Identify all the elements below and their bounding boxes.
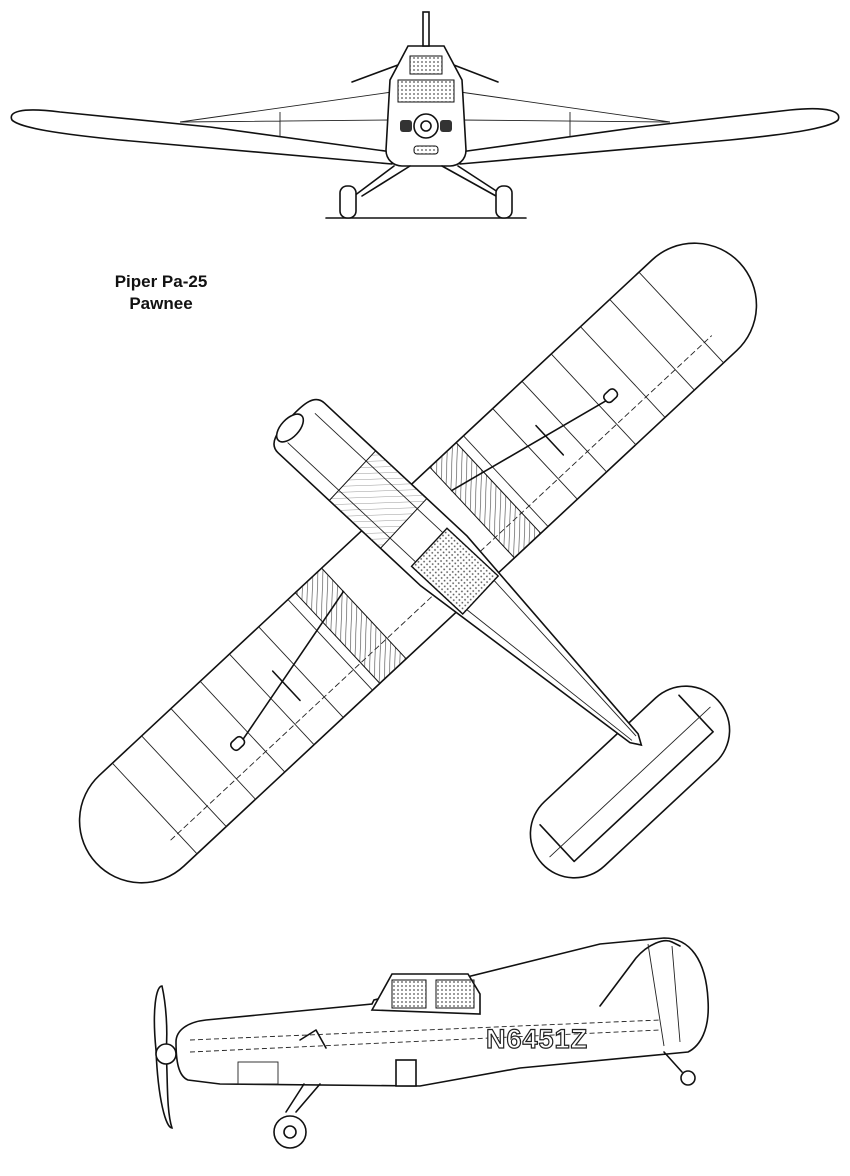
side-stripe — [189, 1019, 661, 1041]
front-propeller-blade — [422, 11, 430, 47]
side-exhaust — [299, 1029, 327, 1049]
front-left-wing — [10, 109, 393, 165]
side-main-gear-leg — [285, 1083, 321, 1113]
aircraft-name: Pawnee — [129, 294, 193, 313]
aircraft-model: Piper Pa-25 — [114, 272, 208, 291]
side-step — [395, 1059, 417, 1087]
right-root-walkway — [429, 441, 542, 559]
front-view — [10, 11, 840, 219]
side-rudder-hinge — [647, 943, 681, 1047]
top-cockpit-canopy — [410, 527, 500, 616]
front-left-wheel — [339, 185, 357, 219]
front-windshield — [409, 55, 443, 75]
top-view — [78, 242, 758, 884]
aircraft-title: Piper Pa-25 Pawnee — [96, 271, 226, 315]
front-spinner — [413, 113, 439, 139]
side-tailwheel-spring — [663, 1051, 683, 1073]
front-chin-scoop — [413, 145, 439, 155]
hopper-area — [328, 450, 428, 549]
top-horizontal-tail — [529, 685, 731, 879]
side-spinner — [155, 1043, 177, 1065]
side-access-panel — [237, 1061, 279, 1085]
side-main-wheel — [273, 1115, 307, 1149]
front-right-strut — [459, 91, 671, 136]
side-tail-wheel — [680, 1070, 696, 1086]
front-spinner-hub — [420, 120, 432, 132]
front-fuselage — [385, 45, 467, 167]
right-wing-strut — [450, 399, 609, 492]
side-registration: N6451Z — [486, 1024, 588, 1054]
front-left-strut — [179, 91, 393, 136]
left-root-walkway — [294, 567, 407, 685]
front-right-wheel — [495, 185, 513, 219]
front-cowl-grille — [397, 79, 455, 103]
front-right-wing — [459, 107, 840, 165]
front-gear-legs — [353, 165, 505, 197]
side-view: N6451Z — [153, 937, 710, 1149]
side-canopy-front-window — [391, 979, 427, 1009]
side-vertical-fin — [599, 940, 681, 1007]
front-right-intake — [440, 120, 452, 132]
top-fuselage — [273, 398, 643, 747]
left-wing-strut — [241, 590, 345, 742]
wing-ribs — [112, 271, 724, 855]
front-left-intake — [400, 120, 412, 132]
top-propeller-spinner — [275, 413, 305, 443]
side-canopy-rear-window — [435, 979, 475, 1009]
